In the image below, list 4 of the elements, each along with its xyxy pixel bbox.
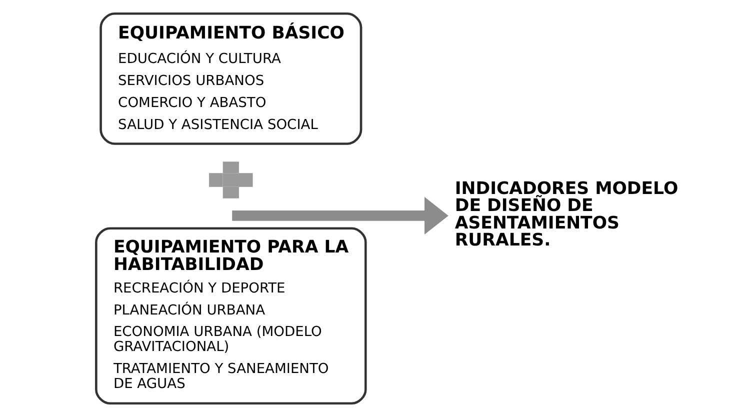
- node-box: EQUIPAMIENTO PARA LA HABITABILIDAD RECREACIÓN Y DEPORTE PLANEACIÓN URBANA ECONOMIA URBANA (MODELO GRAVITACIONAL) TRATAMIENTO Y SANEAMIENTO DE AGUAS: [94, 226, 366, 404]
- node-box: EQUIPAMIENTO BÁSICO EDUCACIÓN Y CULTURA SERVICIOS URBANOS COMERCIO Y ABASTO SALUD Y ASISTENCIA SOCIAL: [99, 12, 362, 144]
- node-text: INDICADORES MODELO DE DISEÑO DE ASENTAMIENTOS RURALES.: [454, 178, 678, 250]
- arrow: [232, 196, 448, 234]
